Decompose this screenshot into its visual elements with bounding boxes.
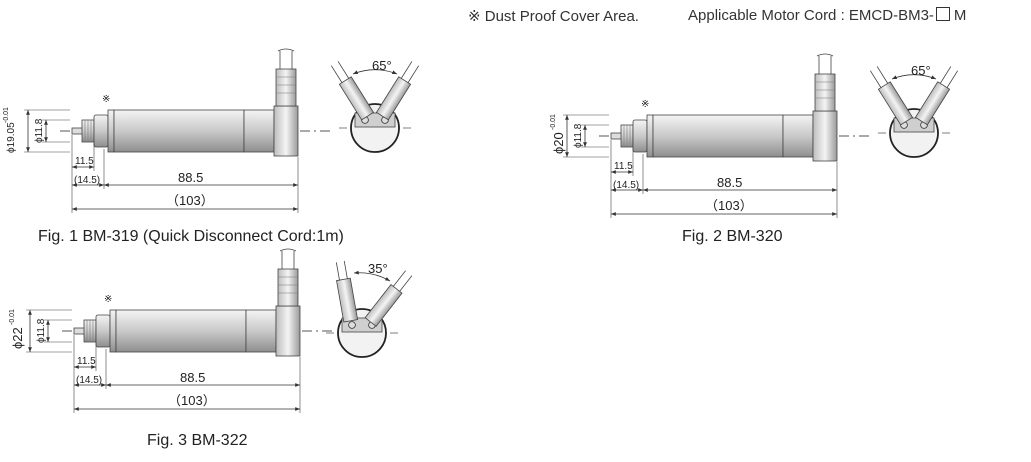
blank-box-icon	[935, 7, 950, 21]
fig2-end-view: 65°	[869, 63, 959, 158]
fig2-outer-tol: -0.01	[550, 114, 557, 130]
fig1-dim-88-5: 88.5	[178, 170, 203, 185]
fig1-dim-11-5: 11.5	[75, 156, 94, 167]
fig3-inner-dia: ϕ11.8	[36, 318, 47, 343]
fig1-inner-dia: ϕ11.8	[34, 118, 45, 143]
fig2-dim-14-5: (14.5)	[613, 180, 639, 191]
fig1-caption: Fig. 1 BM-319 (Quick Disconnect Cord:1m)	[38, 228, 344, 245]
fig3-caption: Fig. 3 BM-322	[147, 432, 248, 449]
fig3-dim-103: （103）	[168, 393, 216, 408]
fig2-angle: 65°	[911, 63, 931, 78]
fig1-drawing: ※ ϕ19.05 -0.01 ϕ11.8 11.5 (14.5) 88.5 （1…	[3, 48, 335, 213]
fig1-dust-mark: ※	[102, 94, 110, 105]
fig3-dust-mark: ※	[104, 294, 112, 305]
fig1-outer-dia: ϕ19.05	[6, 122, 17, 153]
fig3-drawing: ※ ϕ22 -0.01 ϕ11.8 11.5 (14.5) 88.5 （103）	[9, 248, 337, 413]
fig2-dust-mark: ※	[641, 99, 649, 110]
fig1-outer-tol: -0.01	[3, 107, 10, 123]
fig1-dim-103: （103）	[166, 193, 214, 208]
fig3-dim-88-5: 88.5	[180, 370, 205, 385]
fig2-outer-dia: ϕ20	[551, 132, 566, 154]
fig3-dim-11-5: 11.5	[77, 356, 96, 367]
fig1-dim-14-5: (14.5)	[74, 175, 100, 186]
motor-cord-label: Applicable Motor Cord : EMCD-BM3-	[688, 7, 934, 24]
fig2-caption: Fig. 2 BM-320	[682, 228, 783, 245]
fig2-dim-88-5: 88.5	[717, 175, 742, 190]
fig2-drawing: ※ ϕ20 -0.01 ϕ11.8 11.5 (14.5) 88.5 （103）	[550, 53, 874, 218]
fig2-dim-103: （103）	[705, 198, 753, 213]
fig3-outer-tol: -0.01	[9, 309, 16, 325]
motor-cord-note: Applicable Motor Cord : EMCD-BM3- M	[688, 7, 966, 24]
fig3-angle: 35°	[368, 261, 388, 276]
fig1-angle: 65°	[372, 58, 392, 73]
motor-cord-suffix: M	[953, 7, 967, 24]
fig3-dim-14-5: (14.5)	[76, 375, 102, 386]
fig3-outer-dia: ϕ22	[10, 327, 25, 349]
fig1-end-view: 65°	[330, 58, 420, 153]
fig3-end-view: 35°	[325, 260, 413, 358]
dust-proof-note: ※ Dust Proof Cover Area.	[468, 8, 639, 25]
fig2-dim-11-5: 11.5	[614, 161, 633, 172]
fig2-inner-dia: ϕ11.8	[573, 123, 584, 148]
